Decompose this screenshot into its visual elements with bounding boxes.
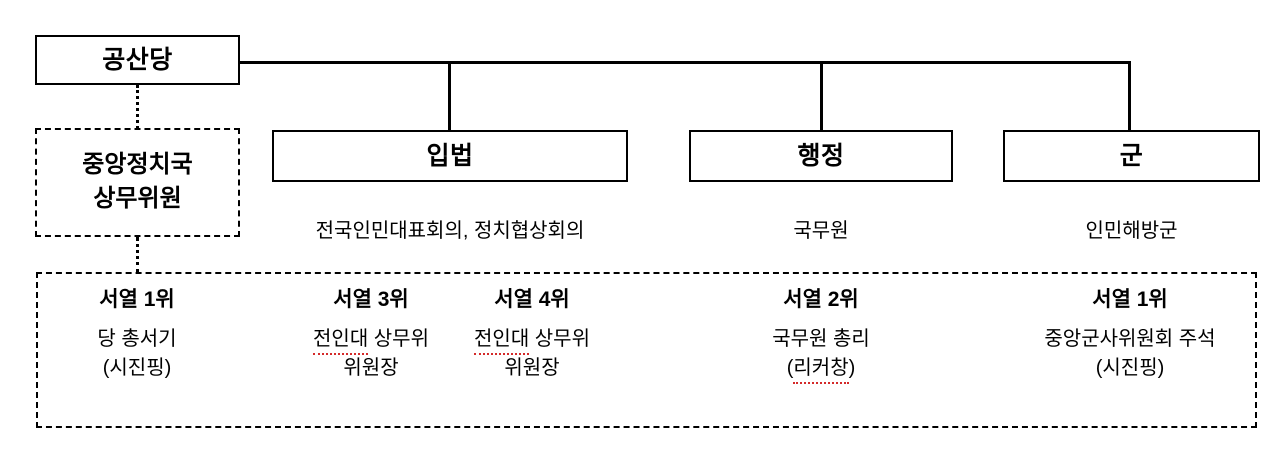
connector-drop-administration — [820, 61, 823, 131]
rank-column-2[interactable]: 서열 3위 전인대 상무위 위원장 — [281, 289, 461, 383]
rank-column-5[interactable]: 서열 1위 중앙군사위원회 주석 (시진핑) — [1000, 289, 1260, 383]
node-party-label: 공산당 — [102, 45, 173, 74]
connector-dotted-party-to-politburo — [136, 85, 139, 129]
rank-person-4: (리커창) — [731, 354, 911, 384]
node-legislative[interactable]: 입법 — [272, 130, 628, 182]
rank-title-4: 서열 2위 — [783, 288, 859, 311]
node-legislative-label: 입법 — [426, 141, 474, 170]
rank-person-3: 위원장 — [504, 357, 560, 379]
rank-person-4-open: ( — [786, 357, 794, 379]
rank-role-2-rest: 상무위 — [368, 328, 429, 350]
rank-role-3-rest: 상무위 — [529, 328, 590, 350]
connector-dotted-politburo-to-ranks — [136, 237, 139, 273]
caption-military: 인민해방군 — [1085, 220, 1178, 242]
connector-trunk-horizontal — [240, 61, 1131, 64]
spellcheck-underline-2: 전인대 — [313, 325, 369, 355]
caption-legislative: 전국인민대표회의, 정치협상회의 — [315, 220, 585, 242]
ranks-panel — [36, 272, 1257, 428]
rank-title-3: 서열 4위 — [494, 288, 570, 311]
caption-administration: 국무원 — [793, 220, 849, 242]
politburo-line-1: 중앙정치국 — [82, 150, 193, 178]
rank-title-5: 서열 1위 — [1092, 288, 1168, 311]
politburo-line-2: 상무위원 — [93, 185, 182, 213]
rank-column-3[interactable]: 서열 4위 전인대 상무위 위원장 — [442, 289, 622, 383]
node-military-label: 군 — [1119, 141, 1144, 170]
spellcheck-underline-3: 전인대 — [474, 325, 530, 355]
rank-title-1: 서열 1위 — [99, 288, 175, 311]
spellcheck-underline-4: 리커창 — [793, 354, 849, 384]
rank-role-3: 전인대 상무위 — [442, 325, 622, 355]
rank-column-1[interactable]: 서열 1위 당 총서기 (시진핑) — [47, 289, 227, 383]
node-party[interactable]: 공산당 — [35, 35, 240, 85]
node-administration-label: 행정 — [797, 141, 845, 170]
rank-title-2: 서열 3위 — [333, 288, 409, 311]
connector-drop-legislative — [448, 61, 451, 131]
rank-role-2: 전인대 상무위 — [281, 325, 461, 355]
node-military[interactable]: 군 — [1003, 130, 1260, 182]
rank-person-1: (시진핑) — [102, 357, 172, 379]
rank-person-2: 위원장 — [343, 357, 399, 379]
node-administration[interactable]: 행정 — [689, 130, 953, 182]
rank-role-5: 중앙군사위원회 주석 — [1044, 328, 1216, 350]
connector-drop-military — [1128, 61, 1131, 131]
rank-role-1: 당 총서기 — [97, 328, 177, 350]
node-politburo-standing-committee[interactable]: 중앙정치국 상무위원 — [35, 128, 240, 237]
rank-person-5: (시진핑) — [1095, 357, 1165, 379]
politburo-text-block: 중앙정치국 상무위원 — [37, 148, 238, 218]
rank-role-4: 국무원 총리 — [772, 328, 870, 350]
rank-person-4-close: ) — [848, 357, 856, 379]
rank-column-4[interactable]: 서열 2위 국무원 총리 (리커창) — [731, 288, 911, 384]
